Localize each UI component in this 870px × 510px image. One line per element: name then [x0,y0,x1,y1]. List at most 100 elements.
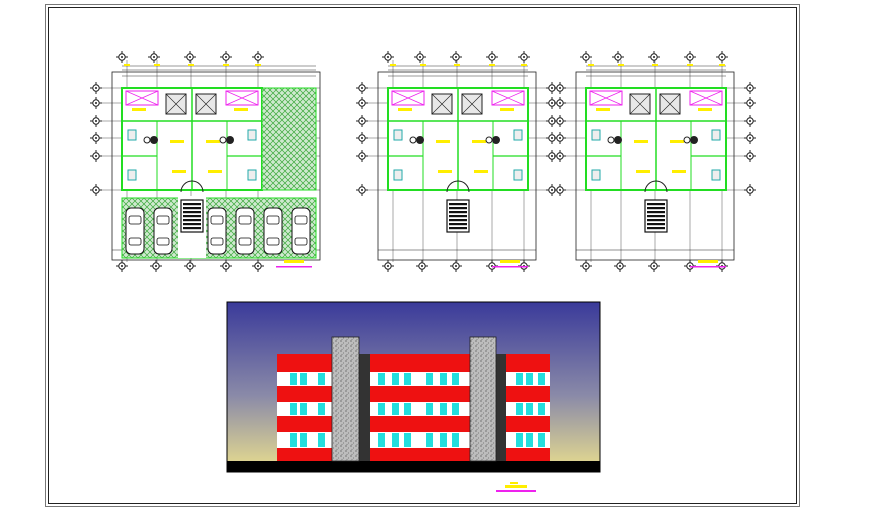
bedroom-mark [589,90,623,106]
axis-marker-dot [619,265,621,267]
dimension-marker [489,64,495,66]
axis-marker-icon [554,150,566,162]
car-rear-window [294,237,308,246]
axis-marker-icon [684,51,696,63]
bedroom-mark [491,90,525,106]
axis-marker-icon [356,150,368,162]
recess-shadow [494,354,506,461]
axis-marker-icon [150,260,162,272]
window [290,433,297,447]
dimension-marker [618,64,624,66]
window [318,403,325,415]
axis-marker-icon [356,132,368,144]
dimension-marker [124,64,130,66]
axis-marker-dot [361,189,363,191]
floor-band [277,402,550,416]
entrance-arc [644,180,668,193]
front-elevation [226,301,601,473]
stove-icon [614,136,622,144]
axis-marker-icon [554,184,566,196]
room-label-mark [472,140,486,143]
axis-marker-dot [387,56,389,58]
scale-bar-magenta [276,266,312,268]
elevation-ground [227,461,600,472]
axis-marker-dot [121,265,123,267]
landscaped-area [261,87,317,191]
stair-step [647,223,665,226]
bathroom-fixture [127,169,137,181]
dimension-marker [188,64,194,66]
axis-marker-icon [546,150,558,162]
car-icon [263,207,283,255]
bedroom-cross [225,90,259,106]
axis-marker-icon [546,82,558,94]
axis-marker-icon [356,97,368,109]
window [526,373,533,385]
axis-marker-dot [559,189,561,191]
car-windshield [266,215,280,225]
stair-icon [644,199,668,233]
car-icon [235,207,255,255]
stair-step [647,215,665,218]
room-label-mark [208,170,222,173]
axis-marker-icon [252,260,264,272]
axis-marker-dot [95,137,97,139]
car-rear-window [156,237,170,246]
axis-marker-dot [121,56,123,58]
bathroom-fixture [247,169,257,181]
axis-marker-dot [653,265,655,267]
dimension-marker [521,64,527,66]
room-label-mark [636,170,650,173]
floor-band [277,432,550,448]
axis-marker-icon [716,51,728,63]
axis-marker-dot [95,120,97,122]
axis-marker-dot [559,120,561,122]
window [440,373,447,385]
floor-band [277,372,550,386]
window [290,373,297,385]
stair-step [183,223,201,226]
sink-icon [143,136,151,144]
elevation-scale-bar-icon [496,482,536,492]
axis-marker-icon [184,260,196,272]
axis-marker-dot [361,137,363,139]
closet-cross [629,93,651,115]
sink-icon [607,136,615,144]
axis-marker-dot [721,56,723,58]
axis-marker-icon [614,260,626,272]
window [404,403,411,415]
axis-marker-icon [220,51,232,63]
axis-marker-icon [486,51,498,63]
axis-marker-dot [523,56,525,58]
axis-marker-icon [612,51,624,63]
room-label-mark [698,108,712,111]
sheet-outer-border [45,4,800,507]
stair-icon [180,199,204,233]
car-windshield [238,215,252,225]
axis-marker-dot [749,137,751,139]
scale-bar-yellow [500,260,520,263]
room-label-mark [596,108,610,111]
stair-step [647,207,665,210]
car-windshield [294,215,308,225]
stove-icon [416,136,424,144]
bedroom-mark [391,90,425,106]
axis-marker-icon [148,51,160,63]
window [426,373,433,385]
entrance-arc [446,180,470,193]
stair-step [183,207,201,210]
car-icon [153,207,173,255]
room-label-mark [634,140,648,143]
axis-marker-icon [184,51,196,63]
axis-marker-dot [361,87,363,89]
site-boundary [377,71,537,261]
recess-shadow [358,354,370,461]
dimension-marker [223,64,229,66]
closet-cross [195,93,217,115]
plan-center [356,51,558,272]
car-body [291,207,311,255]
axis-marker-dot [551,120,553,122]
window [378,373,385,385]
axis-marker-dot [421,265,423,267]
scale-bar-yellow [284,260,304,263]
